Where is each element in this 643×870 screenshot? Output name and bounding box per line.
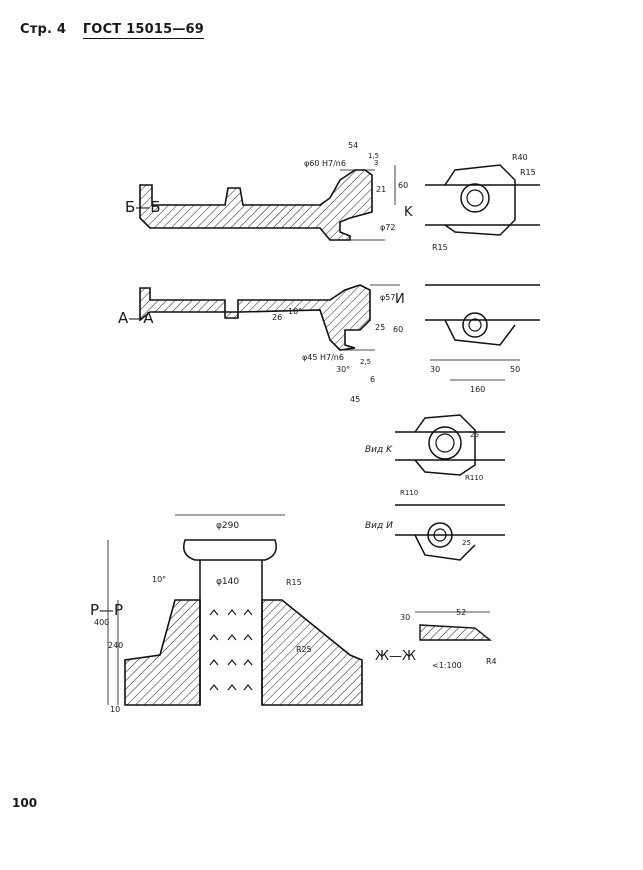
section-bb-body — [139, 169, 373, 241]
view-k-title: Вид K — [365, 445, 393, 455]
plan-top-view: R40 R15 R15 — [425, 153, 540, 252]
view-i-title: Вид И — [365, 521, 393, 531]
plan-top-dim-0: R40 — [512, 153, 528, 162]
view-k-dim-1: 25 — [470, 431, 479, 439]
plan-mid-view: 30 50 160 — [425, 284, 540, 394]
aa-dim-3: 10° — [288, 307, 302, 316]
pp-dim-1: φ140 — [216, 577, 239, 587]
section-aa-body — [139, 284, 371, 351]
aa-dim-10: 45 — [350, 395, 360, 404]
plan-mid-dim-1: 50 — [510, 365, 520, 374]
section-aa: А—А φ57 И 26 10° 25 60 φ45 H7/n6 30° 2,5… — [118, 284, 405, 404]
section-zh-body — [419, 624, 492, 641]
page-header: Стр. 4 ГОСТ 15015—69 — [20, 22, 205, 39]
bb-dim-2: 1,5 — [368, 152, 379, 160]
pp-dim-4: R25 — [296, 645, 312, 654]
plan-top-dim-1: R15 — [520, 168, 536, 177]
aa-dim-1: И — [395, 292, 405, 307]
aa-dim-8: 2,5 — [360, 358, 371, 366]
bb-dim-7: φ72 — [380, 223, 395, 232]
pp-dim-6: 240 — [108, 641, 123, 650]
pp-right-wall — [261, 599, 363, 706]
plan-top-dim-2: R15 — [432, 243, 448, 252]
section-pp: P—P φ290 φ140 10° R15 R25 400 240 10 — [90, 514, 363, 714]
zh-dim-2: <1:100 — [432, 661, 462, 670]
view-k-dim-0: R110 — [465, 474, 483, 482]
bb-dim-6: K — [404, 205, 413, 220]
pp-dim-5: 400 — [94, 618, 109, 627]
bb-dim-3: 3 — [374, 159, 378, 167]
aa-dim-5: 60 — [393, 325, 403, 334]
aa-dim-0: φ57 — [380, 293, 395, 302]
aa-dim-9: 6 — [370, 375, 375, 384]
aa-dim-2: 26 — [272, 313, 282, 322]
aa-dim-4: 25 — [375, 323, 385, 332]
view-i-dim-0: R110 — [400, 489, 418, 497]
plan-mid-dim-0: 30 — [430, 365, 440, 374]
view-i-dim-1: 25 — [462, 539, 471, 547]
zh-dim-0: 30 — [400, 613, 410, 622]
section-zh: Ж—Ж 30 52 <1:100 R4 — [375, 608, 497, 670]
pp-left-wall — [124, 599, 201, 706]
aa-dim-7: 30° — [336, 365, 350, 374]
pp-inner-marks — [209, 609, 253, 691]
section-bb: Б—Б 54 φ60 H7/n6 1,5 3 21 60 K φ72 — [125, 141, 413, 241]
section-pp-title: P—P — [90, 601, 123, 619]
section-bb-title: Б—Б — [125, 198, 161, 216]
plan-mid-dim-2: 160 — [470, 385, 485, 394]
bb-dim-4: 21 — [376, 185, 386, 194]
page-label: Стр. 4 — [20, 22, 67, 37]
page-number: 100 — [12, 796, 38, 810]
pp-dim-2: 10° — [152, 575, 166, 584]
bb-dim-1: φ60 H7/n6 — [304, 159, 346, 168]
standard-number: ГОСТ 15015—69 — [82, 22, 205, 39]
zh-dim-3: R4 — [486, 657, 497, 666]
view-i: Вид И R110 25 — [365, 489, 505, 561]
bb-dim-0: 54 — [348, 141, 358, 150]
pp-dim-3: R15 — [286, 578, 302, 587]
pp-dim-7: 10 — [110, 705, 120, 714]
zh-dim-1: 52 — [456, 608, 466, 617]
section-zh-title: Ж—Ж — [375, 649, 416, 664]
pp-dim-0: φ290 — [216, 521, 239, 531]
aa-dim-6: φ45 H7/n6 — [302, 353, 344, 362]
view-k: Вид K R110 25 — [365, 414, 505, 482]
section-aa-title: А—А — [118, 309, 154, 327]
bb-dim-5: 60 — [398, 181, 408, 190]
